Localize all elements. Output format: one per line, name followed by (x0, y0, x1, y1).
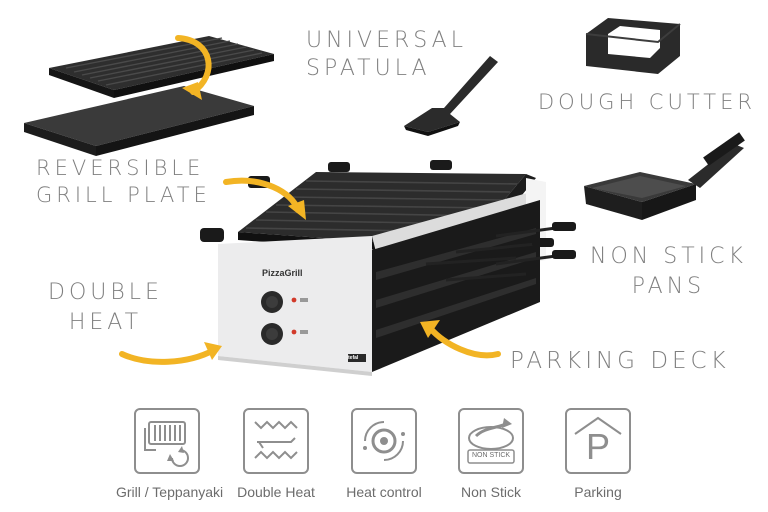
grill-teppanyaki-icon (144, 421, 189, 467)
non-stick-icon (467, 418, 515, 464)
double-heat-arrow (119, 342, 222, 365)
feature-label-parking: Parking (574, 484, 622, 500)
feature-parking: P (565, 408, 631, 474)
feature-grill-teppanyaki (134, 408, 200, 474)
feature-double-heat (243, 408, 309, 474)
dough-cutter-illustration (585, 18, 681, 74)
side-badge: tefal (348, 355, 359, 361)
grill-plate-callout-line2: grill plate (36, 183, 211, 207)
parking-deck-arrow (420, 320, 501, 359)
double-heat-callout-line2: heat (68, 310, 143, 335)
brand-label: PizzaGrill (262, 268, 303, 278)
feature-heat-control (351, 408, 417, 474)
reversible-plate-illustration (24, 36, 274, 156)
double-heat-callout: double heat (48, 282, 163, 334)
flip-arrow (175, 35, 212, 100)
spatula-callout: universal spatula (306, 30, 467, 80)
non-stick-callout-line2: pans (631, 274, 706, 299)
feature-label-grill: Grill / Teppanyaki (116, 484, 224, 500)
spatula-callout-line1: universal (306, 28, 467, 53)
parking-letter: P (585, 426, 610, 467)
heat-control-icon (363, 421, 405, 461)
parking-deck-callout: parking deck (510, 348, 730, 374)
feature-label-double-heat: Double Heat (237, 484, 315, 500)
non-stick-badge: NON STICK (471, 452, 511, 459)
double-heat-icon (254, 420, 298, 460)
raclette-pan-illustration (584, 132, 745, 220)
spatula-callout-line2: spatula (306, 56, 431, 81)
grill-plate-arrow (223, 177, 306, 220)
non-stick-callout-line1: non stick (590, 244, 747, 269)
spatula-illustration (404, 56, 498, 136)
grill-plate-callout: reversible grill plate (36, 158, 211, 206)
grill-plate-callout-line1: reversible (36, 156, 205, 180)
feature-label-non-stick: Non Stick (461, 484, 521, 500)
parking-icon (574, 416, 622, 435)
feature-label-heat-control: Heat control (346, 484, 422, 500)
double-heat-callout-line1: double (48, 280, 163, 305)
feature-non-stick: NON STICK (458, 408, 524, 474)
dough-cutter-callout: Dough cutter (538, 90, 756, 114)
non-stick-callout: non stick pans (590, 246, 747, 298)
